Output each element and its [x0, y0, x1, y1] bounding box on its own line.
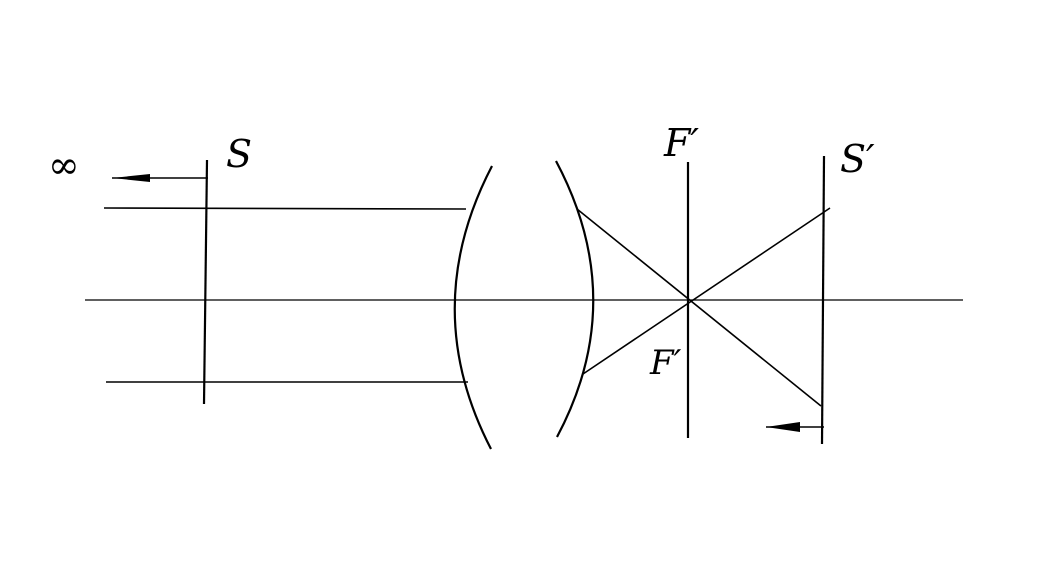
- incident-ray-top: [103, 207, 467, 210]
- image-plane-label: S′: [840, 137, 875, 181]
- exit-ray-upper: [576, 208, 822, 407]
- infinity-label: ∞: [48, 143, 80, 187]
- focal-point-label: F′: [649, 343, 682, 383]
- exit-ray-lower: [582, 207, 831, 375]
- infinity-arrowhead: [112, 174, 150, 182]
- image-plane-line: [820, 155, 826, 445]
- lens-back-surface: [555, 160, 595, 438]
- object-plane-label: S: [226, 132, 252, 176]
- lens-front-surface: [453, 165, 493, 450]
- image-arrowhead: [766, 422, 800, 432]
- focal-plane-label: F′: [663, 121, 699, 165]
- object-plane-line: [202, 159, 209, 405]
